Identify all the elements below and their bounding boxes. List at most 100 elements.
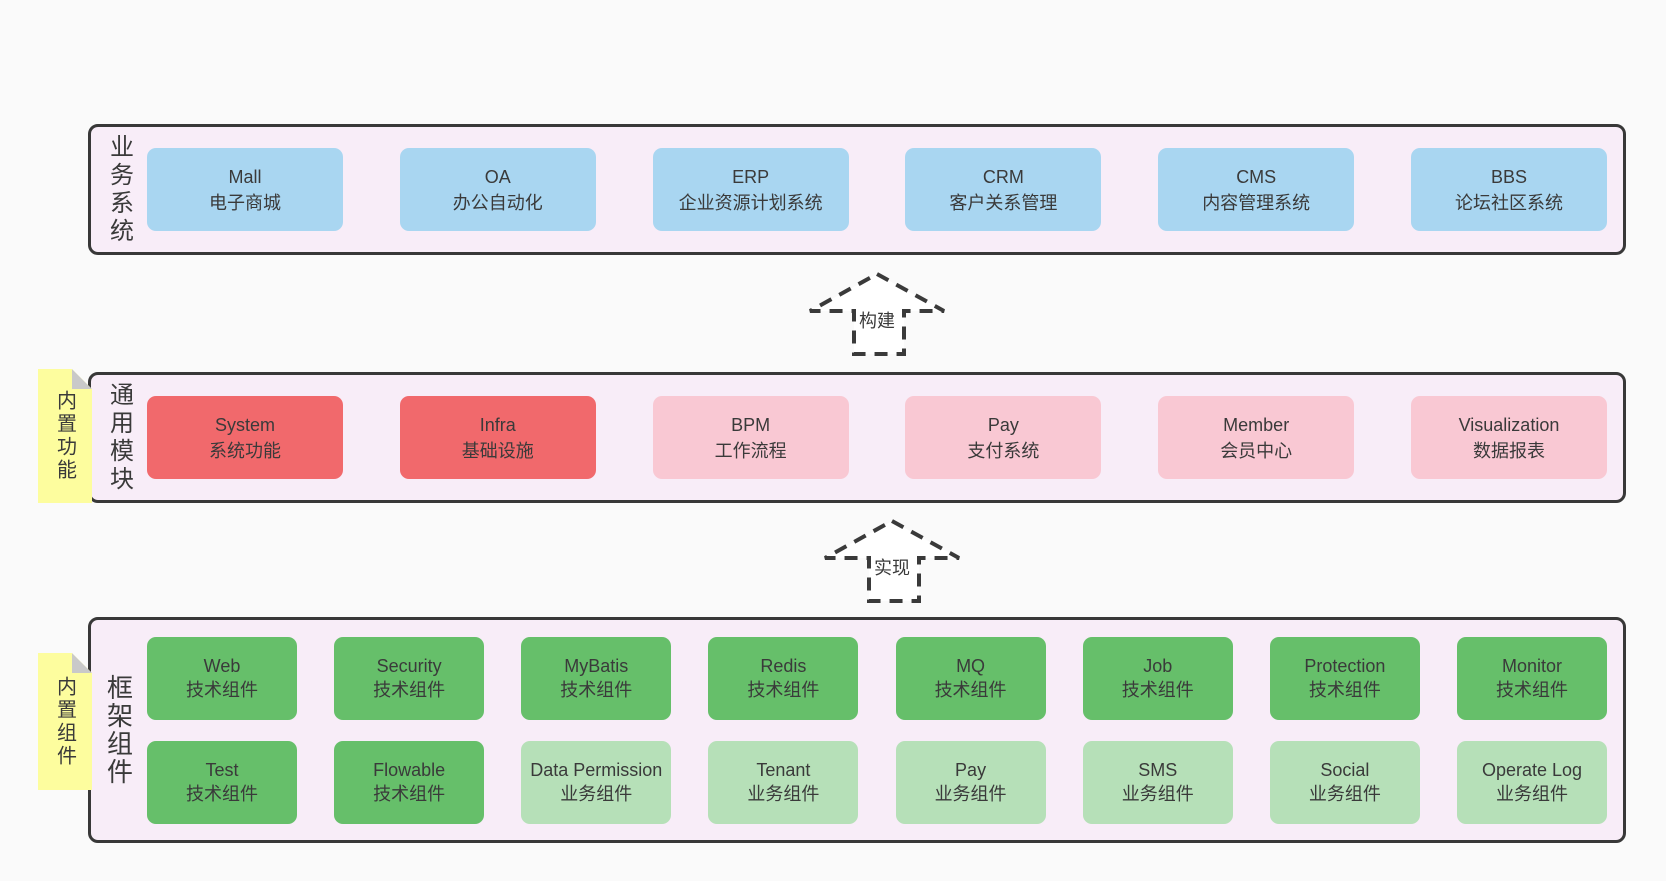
build-arrow-label: 构建 (859, 311, 895, 331)
system-box-name: CRM (982, 166, 1024, 187)
system-box-desc: 论坛社区系统 (1454, 192, 1563, 213)
module-box: Pay 支付系统 (905, 396, 1102, 479)
system-box-desc: 企业资源计划系统 (678, 192, 823, 213)
module-box-name: Visualization (1458, 414, 1560, 435)
system-box-name: OA (484, 166, 511, 187)
built-in-components-note-text: 内置组件 (53, 675, 76, 768)
module-box-desc: 工作流程 (714, 440, 787, 461)
component-box: Job 技术组件 (1082, 636, 1233, 720)
component-box-desc: 技术组件 (186, 680, 258, 700)
component-box-name: SMS (1138, 760, 1178, 780)
system-box: BBS 论坛社区系统 (1410, 148, 1607, 231)
component-box-name: Data Permission (530, 760, 663, 780)
module-box: Visualization 数据报表 (1410, 396, 1607, 479)
component-box-desc: 业务组件 (560, 784, 633, 804)
component-box-desc: 技术组件 (1495, 680, 1568, 700)
built-in-features-note: 内置功能 (38, 369, 92, 503)
component-box-name: MQ (956, 656, 986, 676)
module-box-desc: 数据报表 (1472, 440, 1545, 461)
component-box: Test 技术组件 (147, 740, 297, 824)
system-box-desc: 客户关系管理 (949, 192, 1058, 213)
built-in-components-note: 内置组件 (38, 653, 92, 790)
framework-components-row-2: Test 技术组件 Flowable 技术组件 Data Permission … (147, 740, 1607, 824)
framework-components-grid: Web 技术组件 Security 技术组件 MyBatis 技术组件 (147, 620, 1623, 840)
system-box-name: Mall (228, 166, 262, 187)
component-box-desc: 业务组件 (1121, 784, 1194, 804)
framework-components-label: 框架组件 (103, 674, 134, 786)
module-box-desc: 会员中心 (1220, 440, 1293, 461)
component-box-desc: 技术组件 (1308, 680, 1381, 700)
component-box: MQ 技术组件 (895, 636, 1046, 720)
component-box-desc: 业务组件 (1495, 784, 1568, 804)
component-box: Monitor 技术组件 (1456, 636, 1607, 720)
module-box-desc: 基础设施 (461, 440, 534, 461)
system-box-name: CMS (1236, 166, 1277, 187)
system-box: ERP 企业资源计划系统 (652, 148, 849, 231)
common-modules-panel: 通用模块 System 系统功能 Infra 基础设施 BPM 工作流程 (88, 372, 1626, 503)
component-box-desc: 技术组件 (186, 784, 258, 804)
implement-arrow-label: 实现 (874, 558, 910, 578)
system-box-desc: 电子商城 (209, 192, 281, 213)
component-box-name: Flowable (373, 760, 446, 780)
system-box-name: ERP (732, 166, 770, 187)
component-box-name: Operate Log (1481, 760, 1583, 780)
system-box: CRM 客户关系管理 (905, 148, 1102, 231)
component-box: Web 技术组件 (147, 636, 297, 720)
module-box-name: Pay (987, 414, 1019, 435)
component-box-name: Web (203, 656, 241, 676)
component-box: Flowable 技术组件 (334, 740, 485, 824)
framework-components-row-1: Web 技术组件 Security 技术组件 MyBatis 技术组件 (147, 636, 1607, 720)
component-box-name: Monitor (1501, 656, 1562, 676)
implement-arrow: 实现 (821, 517, 963, 605)
component-box-name: Tenant (756, 760, 811, 780)
component-box-name: MyBatis (564, 656, 629, 676)
business-systems-panel: 业务系统 Mall 电子商城 OA 办公自动化 ERP 企业资源计划系统 (88, 124, 1626, 255)
system-box-name: BBS (1490, 166, 1527, 187)
module-box: BPM 工作流程 (652, 396, 849, 479)
component-box: Redis 技术组件 (708, 636, 859, 720)
implement-arrow-shape (824, 518, 960, 603)
component-box: MyBatis 技术组件 (521, 636, 672, 720)
component-box-name: Test (205, 760, 239, 780)
system-box-desc: 内容管理系统 (1202, 192, 1311, 213)
component-box-desc: 技术组件 (1121, 680, 1194, 700)
module-box-name: Infra (479, 414, 516, 435)
component-box-desc: 业务组件 (1308, 784, 1381, 804)
business-systems-label: 业务系统 (105, 133, 133, 246)
module-box: Infra 基础设施 (399, 396, 596, 479)
component-box-desc: 技术组件 (747, 680, 820, 700)
component-box-name: Redis (760, 656, 807, 676)
module-box-desc: 系统功能 (209, 440, 281, 461)
build-arrow: 构建 (806, 270, 948, 358)
common-modules-boxes: System 系统功能 Infra 基础设施 BPM 工作流程 Pay 支付系统 (147, 375, 1623, 500)
module-box-name: Member (1223, 414, 1290, 435)
component-box: SMS 业务组件 (1082, 740, 1233, 824)
build-arrow-shape (809, 271, 945, 356)
component-box-name: Security (376, 656, 442, 676)
component-box-desc: 技术组件 (373, 680, 446, 700)
system-box: CMS 内容管理系统 (1158, 148, 1355, 231)
framework-components-panel: 框架组件 Web 技术组件 Security 技术组件 MyBatis (88, 617, 1626, 843)
component-box-desc: 技术组件 (373, 784, 446, 804)
system-box-desc: 办公自动化 (452, 192, 543, 213)
built-in-features-note-text: 内置功能 (53, 390, 76, 482)
component-box: Security 技术组件 (334, 636, 485, 720)
business-systems-boxes: Mall 电子商城 OA 办公自动化 ERP 企业资源计划系统 CRM 客户关系… (147, 127, 1623, 252)
component-box-name: Social (1320, 760, 1370, 780)
component-box-name: Protection (1304, 656, 1386, 676)
component-box: Tenant 业务组件 (708, 740, 859, 824)
component-box-desc: 技术组件 (560, 680, 633, 700)
common-modules-label: 通用模块 (105, 381, 133, 494)
component-box: Social 业务组件 (1269, 740, 1420, 824)
module-box-name: BPM (731, 414, 771, 435)
module-box-desc: 支付系统 (967, 440, 1040, 461)
component-box: Data Permission 业务组件 (521, 740, 672, 824)
component-box: Protection 技术组件 (1269, 636, 1420, 720)
component-box: Pay 业务组件 (895, 740, 1046, 824)
component-box-desc: 技术组件 (934, 680, 1007, 700)
component-box-desc: 业务组件 (747, 784, 820, 804)
system-box: OA 办公自动化 (399, 148, 596, 231)
component-box: Operate Log 业务组件 (1456, 740, 1607, 824)
module-box: System 系统功能 (147, 396, 343, 479)
